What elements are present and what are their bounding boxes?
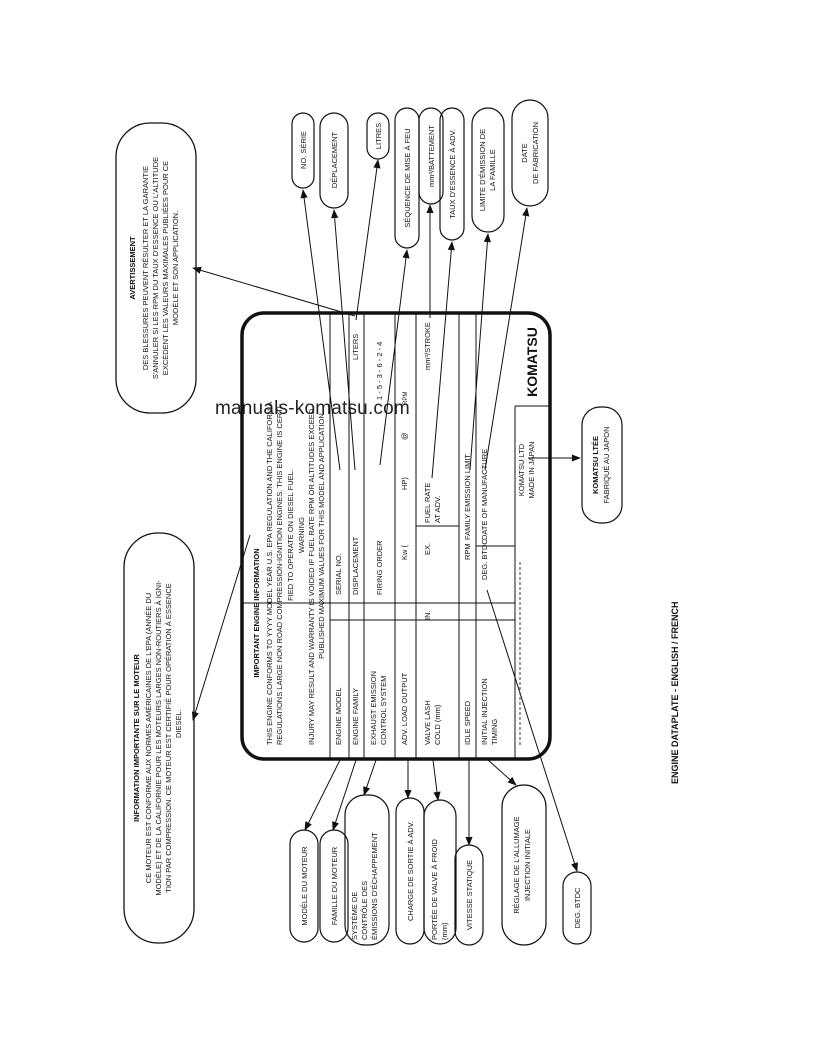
- plate-warning-title: WARNING: [297, 517, 306, 553]
- fabrique-label: FABRIQUÉ AU JAPON: [602, 426, 611, 503]
- taux-label: TAUX D'ESSENCE À ADV.: [448, 129, 457, 219]
- callout-information: INFORMATION IMPORTANTE SUR LE MOTEUR CE …: [123, 532, 195, 944]
- litres-label: LITRES: [374, 123, 383, 149]
- in-label: IN.: [423, 610, 432, 620]
- info-title: INFORMATION IMPORTANTE SUR LE MOTEUR: [132, 654, 141, 822]
- injection-label-2: TIMING: [490, 719, 499, 745]
- maker-label-1: KOMATSU LTD: [517, 443, 526, 496]
- leader-lines: [191, 159, 581, 872]
- plate-conform-1: THIS ENGINE CONFORMS TO YYYY MODEL YEAR …: [265, 402, 274, 745]
- date-label-2: DE FABRICATION: [531, 122, 540, 184]
- exhaust-label-1: EXHAUST EMISSION: [369, 671, 378, 745]
- hp-label: HP): [400, 477, 409, 490]
- plate-warning-1: INJURY MAY RESULT AND WARRANTY IS VOIDED…: [307, 408, 316, 745]
- serial-no-label: SERIAL NO.: [334, 553, 343, 595]
- family-limit-label: FAMILY EMISSION LIMIT: [463, 454, 472, 540]
- plate-warning-2: PUBLISHED MAXIMUM VALUES FOR THIS MODEL …: [317, 411, 326, 659]
- callout-limite: LIMITE D'ÉMISSION DE LA FAMILLE: [471, 107, 505, 233]
- callout-vitesse: VITESSE STATIQUE: [454, 844, 484, 946]
- info-line-1: CE MOTEUR EST CONFORME AUX NORMES AMÉRIC…: [144, 593, 153, 883]
- systeme-label-3: ÉMISSIONS D'ÉCHAPPEMENT: [370, 832, 379, 940]
- deg-btdc-callout-label: DEG. BTDC: [573, 887, 582, 928]
- deg-btdc-label: DEG. BTDC: [480, 539, 489, 580]
- rpm-small-label: RPM: [403, 392, 409, 405]
- callout-sequence: SÉQUENCE DE MISE À FEU: [394, 107, 420, 249]
- plate-conform-2: REGULATIONS LARGE NON ROAD COMPRESSION-I…: [275, 403, 284, 745]
- valve-lash-label-2: COLD (mm): [433, 704, 442, 745]
- callout-avertissement: AVERTISSEMENT DES BLESSURES PEUVENT RÉSU…: [115, 122, 197, 414]
- rpm-at-label: @: [400, 432, 409, 440]
- displacement-label: DISPLACEMENT: [351, 536, 360, 595]
- avert-line-3: EXCÈDENT LES VALEURS MAXIMALES PUBLIÉES …: [161, 161, 170, 375]
- rpm-label: RPM: [463, 543, 472, 560]
- callout-systeme: SYSTÈME DE CONTRÔLE DES ÉMISSIONS D'ÉCHA…: [344, 794, 390, 946]
- info-line-4: DIESEL.: [174, 709, 183, 738]
- callout-taux: TAUX D'ESSENCE À ADV.: [439, 107, 465, 241]
- injection-label-1: INITIAL INJECTION: [480, 678, 489, 745]
- fuel-rate-label-1: FUEL RATE: [423, 483, 432, 523]
- no-serie-label: NO. SÉRIE: [299, 131, 308, 169]
- callout-deplacement: DÉPLACEMENT: [319, 112, 349, 209]
- info-line-3: TION PAR COMPRESSION. CE MOTEUR EST CERT…: [164, 583, 173, 893]
- engine-model-label: ENGINE MODEL: [334, 687, 343, 745]
- ex-label: EX.: [423, 543, 432, 555]
- systeme-label-1: SYSTÈME DE: [350, 892, 359, 940]
- charge-label: CHARGE DE SORTIE À ADV.: [406, 821, 415, 921]
- modele-label: MODÈLE DU MOTEUR: [300, 846, 309, 926]
- callout-charge: CHARGE DE SORTIE À ADV.: [395, 797, 425, 945]
- reglage-label-1: RÉGLAGE DE L'ALLUMAGE: [512, 816, 521, 913]
- limite-label-1: LIMITE D'ÉMISSION DE: [478, 129, 487, 211]
- idle-speed-label: IDLE SPEED: [463, 700, 472, 745]
- plate-conform-3: FIED TO OPERATE ON DIESEL FUEL.: [286, 469, 295, 601]
- stroke-label: mm³/STROKE: [423, 322, 432, 370]
- reglage-label-2: INJECTION INITIALE: [523, 829, 532, 901]
- portee-label-1: PORTÉE DE VALVE À FROID: [430, 839, 439, 940]
- liters-label: LITERS: [351, 334, 360, 360]
- date-label-1: DATE: [520, 143, 529, 162]
- plate-heading: IMPORTANT ENGINE INFORMATION: [252, 548, 261, 677]
- famille-label: FAMILLE DU MOTEUR: [330, 846, 339, 925]
- callout-no-serie: NO. SÉRIE: [291, 112, 315, 189]
- avert-title: AVERTISSEMENT: [128, 236, 137, 300]
- engine-family-label: ENGINE FAMILY: [351, 688, 360, 745]
- vitesse-label: VITESSE STATIQUE: [465, 860, 474, 930]
- callout-portee: PORTÉE DE VALVE À FROID (mm): [423, 799, 457, 945]
- watermark-text: manuals-komatsu.com: [215, 398, 410, 419]
- firing-order-label: FIRING ORDER: [375, 540, 384, 595]
- callout-famille: FAMILLE DU MOTEUR: [319, 829, 349, 943]
- valve-lash-label-1: VALVE LASH: [423, 700, 432, 745]
- engine-dataplate: IMPORTANT ENGINE INFORMATION THIS ENGINE…: [240, 311, 552, 761]
- avert-line-2: S'ANNULER SI LES RPM DU TAUX D'ESSENCE O…: [151, 157, 160, 379]
- firing-order-values: 1 - 5 - 3 - 6 - 2 - 4: [375, 342, 384, 400]
- callout-litres: LITRES: [366, 112, 390, 160]
- callout-komatsu: KOMATSU LTÉE FABRIQUÉ AU JAPON: [581, 406, 623, 524]
- date-mfr-label: DATE OF MANUFACTURE: [480, 449, 489, 540]
- callout-battement: mm³/BATTEMENT: [418, 107, 444, 205]
- komatsu-logo: KOMATSU: [524, 327, 540, 397]
- callout-reglage: RÉGLAGE DE L'ALLUMAGE INJECTION INITIALE: [501, 784, 547, 946]
- info-line-2: MODÈLE) ET DE LA CALIFORNIE POUR LES MOT…: [154, 580, 163, 896]
- limite-label-2: LA FAMILLE: [488, 149, 497, 191]
- systeme-label-2: CONTRÔLE DES: [360, 881, 369, 940]
- adv-load-label: ADV. LOAD OUTPUT: [400, 672, 409, 745]
- callout-modele: MODÈLE DU MOTEUR: [289, 829, 319, 943]
- battement-label: mm³/BATTEMENT: [427, 125, 436, 187]
- sequence-label: SÉQUENCE DE MISE À FEU: [403, 128, 412, 227]
- figure-caption: ENGINE DATAPLATE - ENGLISH / FRENCH: [670, 601, 680, 784]
- avert-line-1: DES BLESSURES PEUVENT RÉSULTER ET LA GAR…: [141, 166, 150, 370]
- fuel-rate-label-2: AT ADV.: [433, 496, 442, 523]
- callout-deg-btdc: DEG. BTDC: [562, 871, 592, 945]
- callout-date: DATE DE FABRICATION: [511, 99, 549, 207]
- deplacement-label: DÉPLACEMENT: [330, 131, 339, 188]
- avert-line-4: MODÈLE ET SON APPLICATION.: [171, 211, 180, 325]
- maker-label-2: MADE IN JAPAN: [527, 442, 536, 499]
- kw-label: Kw (: [400, 544, 409, 560]
- portee-label-2: (mm): [440, 922, 449, 940]
- komatsu-ltee-label: KOMATSU LTÉE: [591, 436, 600, 494]
- exhaust-label-2: CONTROL SYSTEM: [379, 676, 388, 745]
